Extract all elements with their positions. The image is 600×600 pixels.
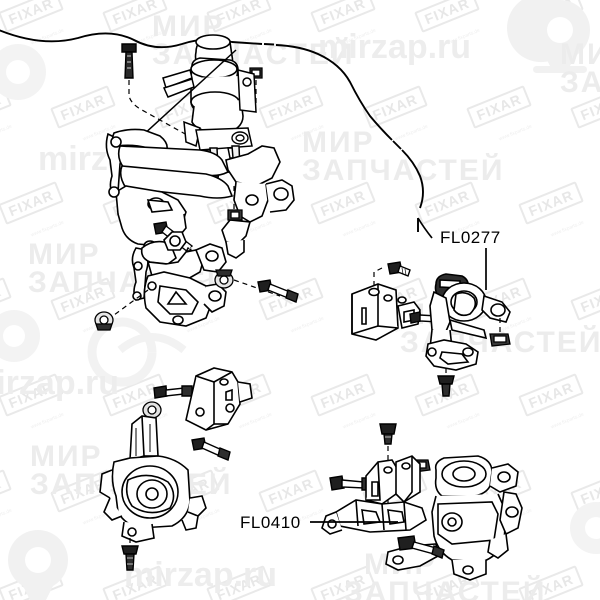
nut-lower-left [142, 401, 162, 419]
bracket-arm-upper-right [221, 145, 295, 259]
assembly-fl0410 [310, 423, 523, 581]
mount-body-fl0277 [425, 273, 511, 371]
mount-boss-upper [231, 131, 249, 145]
assembly-dash-line-4 [109, 289, 149, 319]
bolt-mid-right [257, 279, 299, 303]
assembly-mid-left [94, 221, 299, 331]
bracket-mid-left [131, 231, 227, 327]
body-contour-dashes [263, 43, 402, 150]
support-plate-lower-left [185, 367, 253, 431]
assembly-upper-left [105, 34, 295, 259]
assembly-dash-line-5 [233, 279, 281, 297]
assembly-lower-left [99, 367, 253, 571]
nut-fl0277-right [489, 333, 511, 347]
bolt-fl0277-bottom [437, 375, 455, 397]
part-label-fl0277: FL0277 [440, 228, 501, 247]
part-label-fl0410: FL0410 [240, 513, 301, 532]
washer-nut-mid-left [94, 311, 114, 331]
mount-body-lower-left [99, 415, 207, 543]
assembly-fl0277 [351, 217, 511, 397]
nut-upper-bottom [227, 209, 243, 221]
mount-arm-upper-left [162, 69, 195, 98]
bolt-lower-left-right [191, 437, 231, 461]
bolt-upper-left [121, 43, 137, 79]
washer-nut-mid-right [214, 269, 234, 289]
bolt-lower-left-top [153, 385, 193, 399]
bolt-fl0410-top [379, 423, 397, 445]
bolt-lower-left-bottom [121, 545, 139, 571]
mount-wing-upper [237, 69, 257, 113]
bracket-fl0410 [321, 455, 427, 535]
bolt-fl0410-bottom [397, 535, 445, 559]
leader-line-fl0277 [417, 217, 487, 290]
mount-body-upper [190, 34, 244, 134]
pointer-line-upper [141, 49, 237, 137]
l-bracket-fl0277 [351, 283, 421, 341]
bolt-fl0277-top [387, 261, 411, 277]
mount-body-fl0410 [385, 455, 523, 581]
